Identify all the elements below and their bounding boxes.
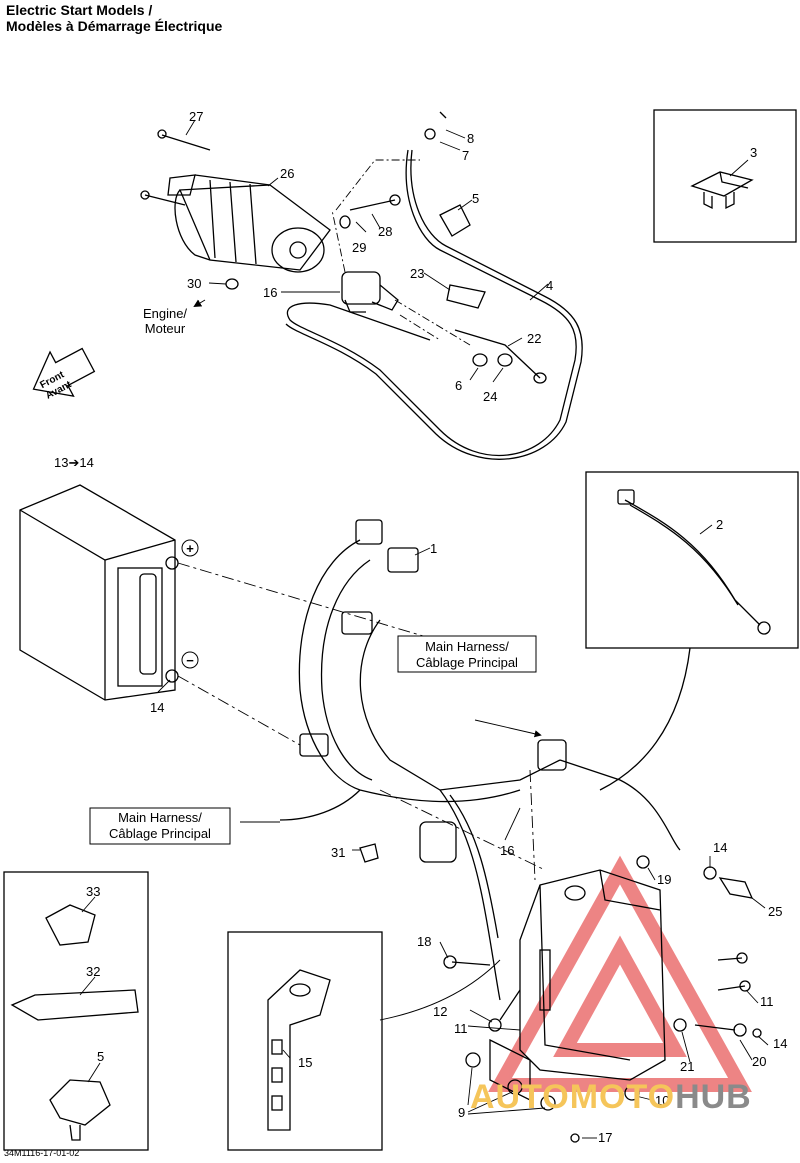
watermark-text: AUTOMOTOHUB <box>470 1078 752 1117</box>
callout-11-right: 11 <box>760 994 774 1009</box>
boot-part <box>446 284 486 309</box>
harness-label-box-1 <box>397 635 537 673</box>
callout-24: 24 <box>483 389 497 404</box>
clip-part-5 <box>49 1079 111 1126</box>
callout-12: 12 <box>433 1004 447 1019</box>
cable-part-2 <box>624 499 761 626</box>
battery-ref-label: 13➔14 <box>54 455 94 470</box>
front-arrow-icon <box>32 347 96 398</box>
callout-9: 9 <box>458 1105 465 1120</box>
bracket-inset-box <box>227 931 383 1151</box>
battery-bracket-part <box>489 869 666 1102</box>
callout-18: 18 <box>417 934 431 949</box>
callout-26: 26 <box>280 166 294 181</box>
grease-tube-part-32 <box>10 989 139 1021</box>
callout-19: 19 <box>657 872 671 887</box>
clip-part <box>439 204 471 237</box>
boot-part-25 <box>718 877 754 899</box>
title-french: Modèles à Démarrage Électrique <box>6 18 223 34</box>
callout-16-bottom: 16 <box>500 843 514 858</box>
harness-label-1-fr: Câblage Principal <box>416 655 518 670</box>
callout-2: 2 <box>716 517 723 532</box>
harness-label-2-fr: Câblage Principal <box>109 826 211 841</box>
callout-14-battery: 14 <box>150 700 164 715</box>
diagram-code: 34M1116-17-01-02 <box>4 1148 80 1158</box>
callout-33: 33 <box>86 884 100 899</box>
fuse-inset-box <box>653 109 797 243</box>
callout-29: 29 <box>352 240 366 255</box>
fuse-part <box>690 171 754 210</box>
bolt-part-28 <box>349 199 396 211</box>
engine-label-en: Engine/ <box>143 306 187 321</box>
engine-label-fr: Moteur <box>145 321 186 336</box>
callout-28: 28 <box>378 224 392 239</box>
harness-label-1-en: Main Harness/ <box>425 639 509 654</box>
watermark-text-b: HUB <box>675 1078 752 1116</box>
callout-5-bottom: 5 <box>97 1049 104 1064</box>
callout-23: 23 <box>410 266 424 281</box>
cable-part-22 <box>454 329 541 379</box>
bolt-part <box>144 134 211 206</box>
callout-14-right: 14 <box>713 840 727 855</box>
starter-motor-part <box>167 174 331 273</box>
callout-25: 25 <box>768 904 782 919</box>
strap-part-33 <box>45 904 96 946</box>
bracket-part-15 <box>267 969 331 1131</box>
harness-label-2-en: Main Harness/ <box>118 810 202 825</box>
minus-terminal-label: − <box>186 653 194 668</box>
watermark-logo <box>488 855 752 1092</box>
callout-4: 4 <box>546 278 553 293</box>
watermark-text-a: AUTOMOTO <box>470 1078 676 1116</box>
callout-15: 15 <box>298 1055 312 1070</box>
callout-27: 27 <box>189 109 203 124</box>
part-31 <box>359 843 379 863</box>
callout-22: 22 <box>527 331 541 346</box>
callout-1: 1 <box>430 541 437 556</box>
harness-label-box-2 <box>89 807 231 845</box>
callout-21: 21 <box>680 1059 694 1074</box>
callout-31: 31 <box>331 845 345 860</box>
callout-5-top: 5 <box>472 191 479 206</box>
callout-10: 10 <box>655 1093 669 1108</box>
plus-terminal-label: + <box>186 541 194 556</box>
battery-part <box>19 484 179 701</box>
cable-part-4 <box>286 149 577 457</box>
callout-20: 20 <box>752 1054 766 1069</box>
callout-3: 3 <box>750 145 757 160</box>
callout-6: 6 <box>455 378 462 393</box>
main-harness-part <box>279 519 681 1001</box>
callout-30: 30 <box>187 276 201 291</box>
callout-17: 17 <box>598 1130 612 1145</box>
callout-16-top: 16 <box>263 285 277 300</box>
callout-14-bottom: 14 <box>773 1036 787 1051</box>
solenoid-part <box>341 271 399 313</box>
callout-8: 8 <box>467 131 474 146</box>
accessories-inset-box <box>3 871 149 1151</box>
callout-32: 32 <box>86 964 100 979</box>
callout-7: 7 <box>462 148 469 163</box>
cable-inset-box <box>585 471 799 649</box>
callout-11-left: 11 <box>454 1021 468 1036</box>
title-english: Electric Start Models / <box>6 2 153 18</box>
